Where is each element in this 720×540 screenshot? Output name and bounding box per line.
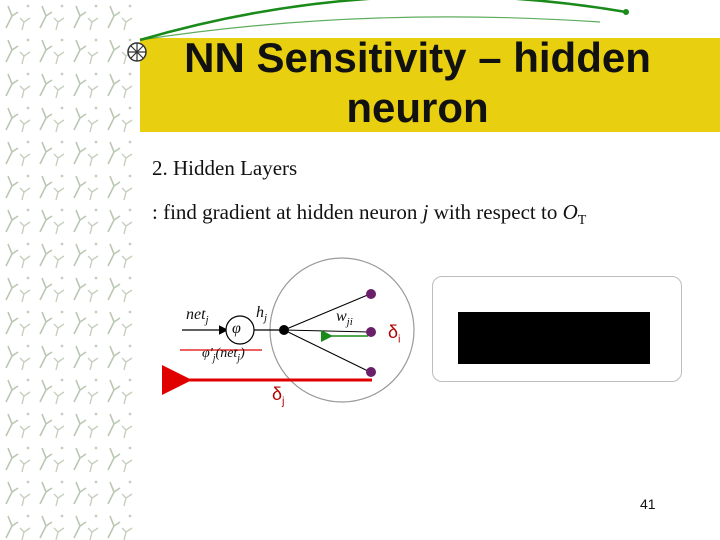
- weight-label: wji: [336, 308, 353, 328]
- output-node-3: [366, 367, 376, 377]
- page-number: 41: [640, 496, 656, 512]
- delta-i-label: δi: [388, 322, 400, 346]
- formula-redacted-block: [458, 312, 650, 364]
- delta-j-label: δj: [272, 384, 284, 408]
- phi-label: φ: [232, 320, 241, 338]
- phi-prime-label: φ'j(netj): [202, 346, 245, 364]
- h-label: hj: [256, 304, 267, 324]
- output-node-1: [366, 289, 376, 299]
- net-label: netj: [186, 306, 209, 326]
